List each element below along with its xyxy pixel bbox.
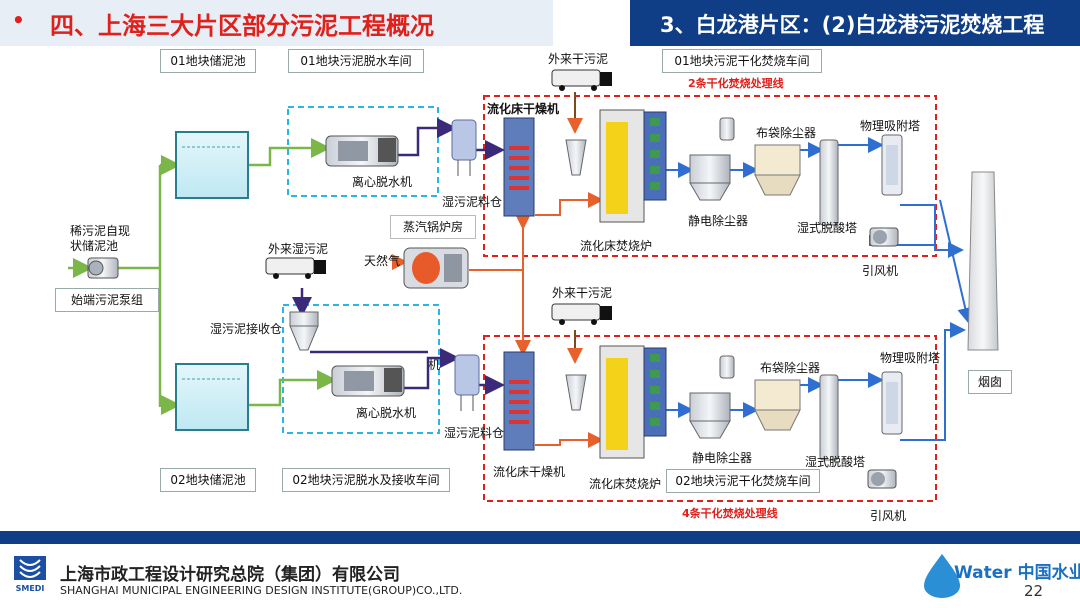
truck-top-icon [551,69,612,91]
induced-fan-bottom-label: 引风机 [870,509,907,523]
smedi-logo: SMEDI [10,552,50,596]
centrifuge-top-icon [325,135,399,167]
bag-filter-bottom-label: 布袋除尘器 [760,361,821,375]
external-wet-label: 外来湿污泥 [268,242,329,256]
bag-filter-top-icon [754,144,801,196]
dewatering-frame-top [287,106,439,197]
page-number: 22 [1024,582,1044,600]
company-name-en: SHANGHAI MUNICIPAL ENGINEERING DESIGN IN… [60,584,463,597]
chimney-label: 烟囱 [968,370,1012,394]
wet-silo-bottom-icon [454,354,480,411]
wet-scrubber-top-icon [819,139,839,226]
esp-top-icon [689,117,735,201]
water-drop-icon [924,554,960,598]
machine-label: 机 [428,358,441,372]
esp-top-label: 静电除尘器 [688,214,749,228]
wet-silo-top-icon [451,119,477,176]
incineration-frame-top [483,95,937,257]
wet-scrubber-bottom-icon [819,374,839,461]
footer-bar [0,531,1080,544]
receiving-silo-label: 湿污泥接收仓 [210,322,283,336]
site02-dewatering-label: 02地块污泥脱水及接收车间 [282,468,450,492]
boiler-room-label: 蒸汽锅炉房 [390,215,476,239]
wet-scrubber-bottom-label: 湿式脱酸塔 [805,455,866,469]
water-china-logo: Water 中国水业 [920,552,1080,602]
pump-group-label: 始端污泥泵组 [55,288,159,312]
section-title: 3、白龙港片区：(2)白龙港污泥焚烧工程 [660,13,1045,37]
fluid-bed-dryer-top-icon [503,117,535,217]
site02-storage-label: 02地块储泥池 [160,468,256,492]
dewatering-frame-bottom [282,304,440,434]
smedi-logo-icon [14,556,46,580]
lines-top-label: 2条干化焚烧处理线 [688,77,784,90]
bag-filter-top-label: 布袋除尘器 [756,126,817,140]
steam-boiler-icon [403,247,469,289]
chimney-icon [967,171,999,351]
storage-tank-01 [175,131,249,199]
induced-fan-top-icon [869,227,899,247]
site01-storage-label: 01地块储泥池 [160,49,256,73]
bag-filter-bottom-icon [754,379,801,431]
smedi-logo-text: SMEDI [15,584,45,593]
truck-bottom-icon [551,303,612,325]
wet-silo-top-label: 湿污泥料仓 [442,195,503,209]
fluid-dryer-top-label: 流化床干燥机 [487,102,560,116]
receiving-silo-icon [289,311,319,351]
site01-dewatering-label: 01地块污泥脱水车间 [288,49,424,73]
site01-incineration-label: 01地块污泥干化焚烧车间 [662,49,822,73]
incinerator-bottom-label: 流化床焚烧炉 [589,477,662,491]
header-section-bar [630,0,1080,46]
fluid-bed-dryer-bottom-icon [503,351,535,451]
water-china-text: Water 中国水业 [954,563,1080,583]
centrifuge-bottom-label: 离心脱水机 [356,406,417,420]
thin-sludge-label: 稀污泥自现状储泥池 [70,224,131,253]
external-dry-bottom-label: 外来干污泥 [552,286,613,300]
external-dry-top-label: 外来干污泥 [548,52,609,66]
induced-fan-top-label: 引风机 [862,264,899,278]
header-title-bar [0,0,553,46]
process-flow-diagram [68,69,999,502]
incinerator-top-label: 流化床焚烧炉 [580,239,653,253]
induced-fan-bottom-icon [867,469,897,489]
centrifuge-bottom-icon [331,365,405,397]
site02-incineration-label: 02地块污泥干化焚烧车间 [666,469,820,493]
cyclone-bottom-icon [565,374,587,411]
page-title: 四、上海三大片区部分污泥工程概况 [50,12,434,40]
adsorption-tower-top-icon [881,134,903,196]
sludge-pump-icon [87,257,119,279]
adsorption-top-label: 物理吸附塔 [860,119,921,133]
centrifuge-top-label: 离心脱水机 [352,175,413,189]
company-name-cn: 上海市政工程设计研究总院（集团）有限公司 [60,565,400,585]
incinerator-top-icon [599,109,667,223]
esp-bottom-label: 静电除尘器 [692,451,753,465]
storage-tank-02 [175,363,249,431]
incinerator-bottom-icon [599,345,667,459]
truck-middle-icon [265,257,326,279]
esp-bottom-icon [689,355,735,439]
lines-bottom-label: 4条干化焚烧处理线 [682,507,778,520]
wet-silo-bottom-label: 湿污泥料仓 [444,426,505,440]
adsorption-tower-bottom-icon [881,371,903,435]
adsorption-bottom-label: 物理吸附塔 [880,351,941,365]
cyclone-top-icon [565,139,587,176]
bullet-icon: • [12,8,25,32]
natural-gas-label: 天然气 [364,254,401,268]
incineration-frame-bottom [483,335,937,502]
wet-scrubber-top-label: 湿式脱酸塔 [797,221,858,235]
fluid-dryer-bottom-label: 流化床干燥机 [493,465,566,479]
